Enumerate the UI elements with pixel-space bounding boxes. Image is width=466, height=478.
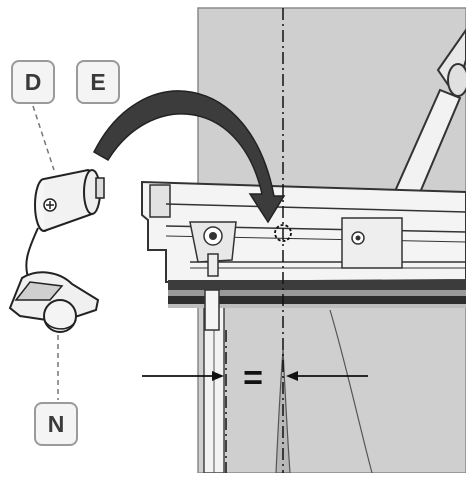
label-n-text: N [47, 410, 65, 437]
label-d: D [11, 60, 55, 104]
cord-wand [204, 289, 220, 331]
placement-arrow [93, 90, 286, 224]
label-n: N [34, 402, 78, 446]
target-circle [274, 224, 292, 242]
label-e-text: E [90, 68, 106, 95]
label-e: E [76, 60, 120, 104]
magnet-part [34, 168, 105, 232]
leader-d [32, 105, 55, 171]
equal-sign: = [243, 359, 263, 397]
bottom-rail [168, 280, 466, 308]
equal-distance-indicator [142, 371, 368, 381]
weight-part [8, 271, 100, 333]
headrail [141, 180, 466, 284]
label-d-text: D [24, 68, 42, 95]
fabric-fold-right [329, 309, 373, 474]
